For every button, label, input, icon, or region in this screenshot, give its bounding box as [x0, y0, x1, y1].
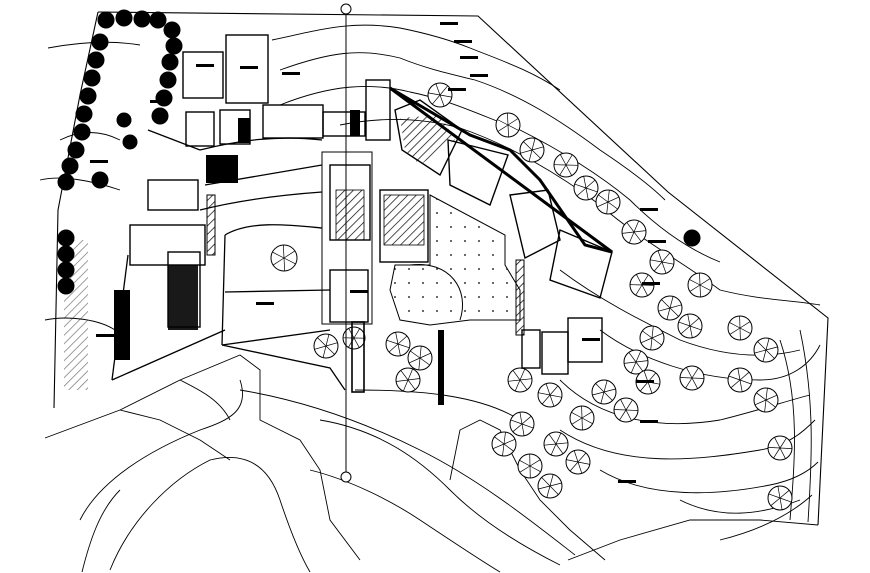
annotation-tag: [618, 480, 636, 483]
tree-symbol: [679, 365, 705, 391]
tree-symbol: [687, 272, 713, 298]
tree-symbol: [517, 453, 543, 479]
tree-symbol: [61, 157, 79, 175]
tree-symbol: [395, 367, 421, 393]
tree-symbol: [165, 37, 183, 55]
tree-symbol: [427, 82, 453, 108]
plaza-area: [389, 194, 521, 326]
trees-group: [57, 9, 793, 511]
annotation-tag: [150, 100, 168, 103]
annotation-tag: [640, 208, 658, 211]
annotation-tags: [90, 22, 666, 483]
tree-symbol: [543, 431, 569, 457]
tree-symbol: [91, 171, 109, 189]
tree-symbol: [116, 112, 132, 128]
tree-symbol: [591, 379, 617, 405]
annotation-tag: [448, 88, 466, 91]
tree-symbol: [270, 244, 298, 272]
annotation-tag: [636, 380, 654, 383]
tree-symbol: [727, 315, 753, 341]
tree-symbol: [573, 175, 599, 201]
tree-symbol: [753, 387, 779, 413]
tree-symbol: [753, 337, 779, 363]
tree-symbol: [57, 173, 75, 191]
tree-symbol: [519, 137, 545, 163]
tree-symbol: [149, 11, 167, 29]
tree-symbol: [507, 367, 533, 393]
tree-symbol: [767, 435, 793, 461]
tree-symbol: [163, 21, 181, 39]
tree-symbol: [79, 87, 97, 105]
annotation-tag: [256, 302, 274, 305]
tree-symbol: [649, 249, 675, 275]
annotation-tag: [196, 64, 214, 67]
tree-symbol: [623, 349, 649, 375]
annotation-tag: [460, 56, 478, 59]
tree-symbol: [67, 141, 85, 159]
tree-symbol: [75, 105, 93, 123]
annotation-tag: [282, 72, 300, 75]
road-paths: [111, 129, 346, 391]
section-marker-top: [340, 3, 352, 15]
annotation-tag: [454, 40, 472, 43]
tree-symbol: [537, 382, 563, 408]
tree-symbol: [115, 9, 133, 27]
tree-symbol: [73, 123, 91, 141]
annotation-tag: [240, 66, 258, 69]
tree-symbol: [91, 33, 109, 51]
tree-symbol: [595, 189, 621, 215]
tree-symbol: [677, 313, 703, 339]
tree-symbol: [569, 405, 595, 431]
tree-symbol: [151, 107, 169, 125]
annotation-tag: [648, 240, 666, 243]
tree-symbol: [509, 411, 535, 437]
tree-symbol: [122, 134, 138, 150]
tree-symbol: [83, 69, 101, 87]
annotation-tag: [96, 334, 114, 337]
section-marker-bottom: [340, 471, 352, 483]
tree-symbol: [159, 71, 177, 89]
annotation-tag: [582, 338, 600, 341]
annotation-tag: [90, 160, 108, 163]
tree-symbol: [161, 53, 179, 71]
buildings: [129, 34, 613, 375]
tree-symbol: [155, 89, 173, 107]
tree-symbol: [565, 449, 591, 475]
annotation-tag: [350, 290, 368, 293]
terrain-lines: [44, 354, 819, 573]
annotation-tag: [470, 74, 488, 77]
tree-symbol: [767, 485, 793, 511]
annotation-tag: [640, 420, 658, 423]
tree-symbol: [385, 331, 411, 357]
tree-symbol: [613, 397, 639, 423]
tree-symbol: [491, 431, 517, 457]
tree-symbol: [657, 295, 683, 321]
tree-symbol: [639, 325, 665, 351]
solid-fills: [64, 110, 525, 405]
tree-symbol: [97, 11, 115, 29]
tree-symbol: [133, 10, 151, 28]
section-cut-line: [340, 3, 352, 483]
annotation-tag: [440, 22, 458, 25]
tree-symbol: [313, 333, 339, 359]
tree-symbol: [407, 345, 433, 371]
tree-symbol: [621, 219, 647, 245]
tree-symbol: [727, 367, 753, 393]
tree-symbol: [495, 112, 521, 138]
tree-symbol: [683, 229, 701, 247]
tree-symbol: [87, 51, 105, 69]
annotation-tag: [642, 282, 660, 285]
tree-symbol: [537, 473, 563, 499]
tree-symbol: [553, 152, 579, 178]
